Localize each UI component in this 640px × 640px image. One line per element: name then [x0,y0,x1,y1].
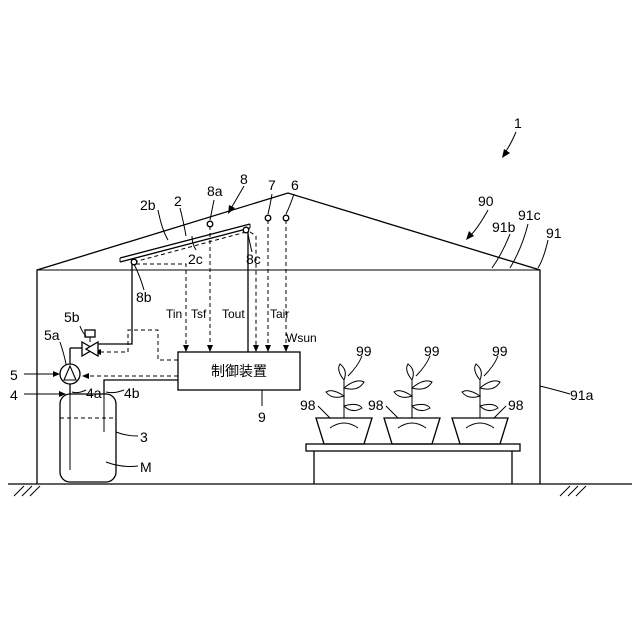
signal-tin: Tin [166,307,182,321]
label-99-3: 99 [492,343,508,359]
label-98-2: 98 [368,397,384,413]
label-7: 7 [268,177,276,193]
label-91: 91 [546,225,562,241]
solar-collector [120,221,250,350]
signal-tsf: Tsf [191,307,207,321]
label-5: 5 [10,367,18,383]
signal-tair: Tair [270,307,289,321]
label-1: 1 [514,115,522,131]
sensor-8c-point [243,227,249,233]
tank-3 [60,394,116,482]
sensor-7-point [265,215,271,221]
controller-text: 制御装置 [211,364,267,380]
pot-2 [384,364,440,444]
label-98-1: 98 [300,397,316,413]
label-91c: 91c [518,207,541,223]
signal-wsun: Wsun [286,331,317,345]
label-99-2: 99 [424,343,440,359]
label-4a: 4a [86,385,102,401]
label-4: 4 [10,387,18,403]
label-4b: 4b [124,385,140,401]
label-2c: 2c [188,251,203,267]
label-M: M [140,459,152,475]
controller-box: 制御装置 [178,352,300,390]
label-2: 2 [174,193,182,209]
label-6: 6 [291,177,299,193]
sensor-8a-point [207,221,213,227]
label-98-3: 98 [508,397,524,413]
environment-sensors [265,215,289,221]
label-8: 8 [240,171,248,187]
label-5b: 5b [64,309,80,325]
sensor-8b-point [131,259,137,265]
pot-3 [452,364,508,444]
signal-tout: Tout [222,307,245,321]
label-2b: 2b [140,197,156,213]
ground [8,484,632,496]
label-5a: 5a [44,327,60,343]
pump-5a [60,364,80,384]
sensor-6-point [283,215,289,221]
pot-1 [316,364,372,444]
label-90: 90 [478,193,494,209]
label-8c: 8c [246,251,261,267]
label-91b: 91b [492,219,516,235]
label-3: 3 [140,429,148,445]
plant-bench [306,364,520,484]
signal-labels: Tin Tsf Tout Tair Wsun [166,307,317,345]
label-8b: 8b [136,289,152,305]
label-91a: 91a [570,387,594,403]
label-8a: 8a [207,183,223,199]
label-9: 9 [258,409,266,425]
reference-labels: 1 8 8a 7 6 90 2b 2 91b 91c 91 2c 8c 8b 5… [10,115,594,475]
label-99-1: 99 [356,343,372,359]
